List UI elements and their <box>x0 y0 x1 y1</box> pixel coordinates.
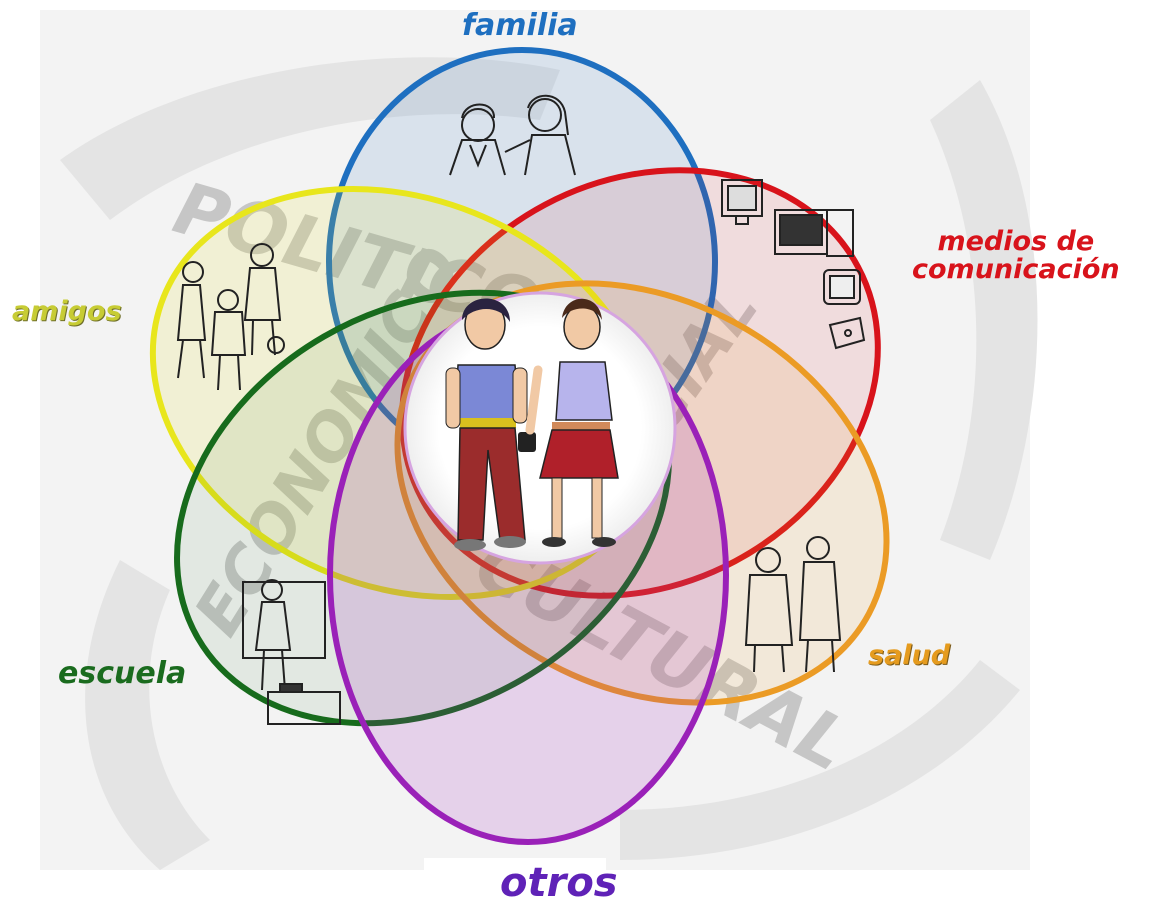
label-escuela: escuela <box>58 656 187 691</box>
label-medios-de-comunicacion: medios de comunicación <box>912 228 1120 284</box>
label-familia: familia <box>462 8 578 43</box>
label-otros: otros <box>500 860 618 906</box>
otros-label-backdrop <box>424 858 606 904</box>
label-amigos: amigos <box>12 296 122 327</box>
watermark-swirls <box>60 57 1038 870</box>
couple-talking-icon <box>449 94 576 176</box>
label-medios-line1: medios de <box>937 226 1095 257</box>
doctors-icon <box>744 536 842 673</box>
media-devices-icon <box>721 179 866 350</box>
label-salud: salud <box>868 640 951 671</box>
group-of-friends-icon <box>176 243 285 391</box>
teacher-at-blackboard-icon <box>242 579 341 725</box>
label-medios-line2: comunicación <box>912 254 1120 285</box>
center-circle <box>403 291 677 565</box>
adolescent-couple-icon <box>445 298 619 551</box>
